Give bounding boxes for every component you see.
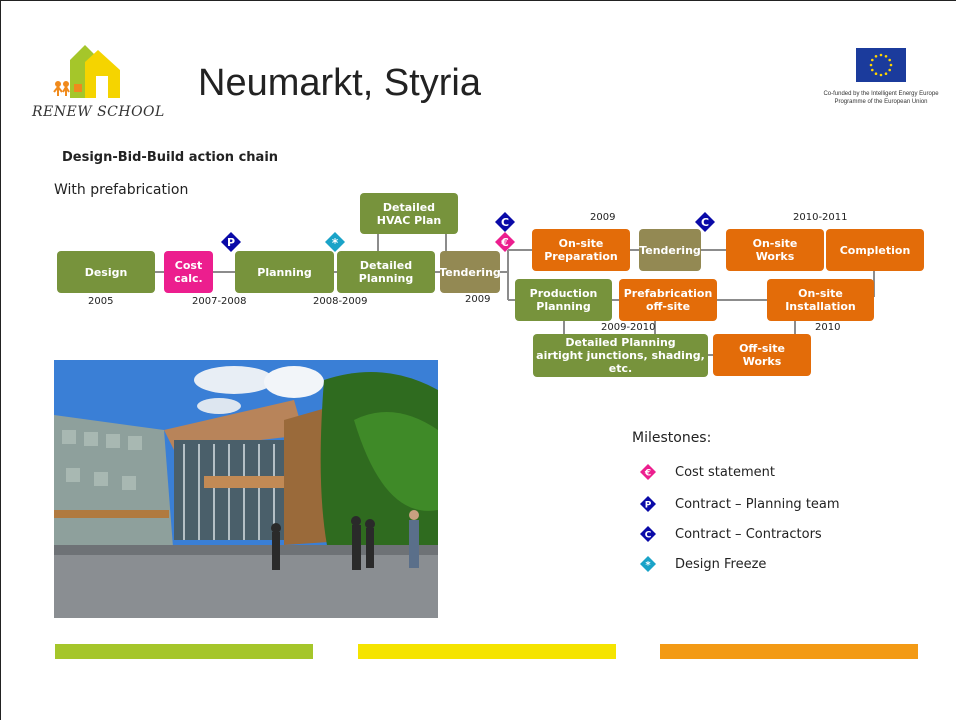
svg-text:€: €	[644, 469, 651, 479]
legend-title: Milestones:	[632, 430, 712, 446]
step-onsite-preparation: On-site Preparation	[532, 229, 630, 271]
diagram-variant-label: With prefabrication	[54, 182, 189, 198]
legend-item-cost-statement: € Cost statement	[640, 462, 775, 482]
footer-bar-green	[55, 644, 313, 659]
step-detailed-hvac-plan: Detailed HVAC Plan	[360, 193, 458, 234]
step-cost-calc: Cost calc.	[164, 251, 213, 293]
step-tendering-2: Tendering	[639, 229, 701, 271]
eu-flag-icon	[856, 48, 906, 82]
school-building-photo	[54, 360, 438, 618]
svg-text:C: C	[645, 531, 652, 541]
legend-item-contract-contractors: C Contract – Contractors	[640, 524, 822, 544]
step-tendering-1: Tendering	[439, 251, 501, 293]
page-title: Neumarkt, Styria	[198, 62, 481, 104]
step-planning: Planning	[235, 251, 334, 293]
design-freeze-icon: *	[640, 556, 656, 572]
legend-item-design-freeze: * Design Freeze	[640, 554, 766, 574]
contract-contractors-marker-icon: C	[495, 212, 515, 232]
contract-contractors-icon: C	[640, 526, 656, 542]
svg-text:C: C	[501, 216, 509, 229]
svg-text:*: *	[332, 236, 339, 250]
year-label: 2009	[465, 294, 491, 305]
contract-planning-icon: P	[640, 496, 656, 512]
eu-funding-text: Co-funded by the Intelligent Energy Euro…	[823, 91, 939, 105]
legend-label: Contract – Contractors	[675, 526, 822, 542]
step-onsite-works: On-site Works	[726, 229, 824, 271]
svg-text:€: €	[500, 236, 509, 249]
step-offsite-works: Off-site Works	[713, 334, 811, 376]
renew-school-logo	[53, 45, 120, 98]
step-prefabrication-offsite: Prefabrication off-site	[619, 279, 717, 321]
legend-label: Cost statement	[675, 464, 775, 480]
year-label: 2009	[590, 212, 616, 223]
svg-text:C: C	[701, 216, 709, 229]
step-onsite-installation: On-site Installation	[767, 279, 874, 321]
step-design: Design	[57, 251, 155, 293]
footer-bar-orange	[660, 644, 918, 659]
footer-bar-yellow	[358, 644, 616, 659]
year-label: 2007-2008	[192, 296, 247, 307]
step-detailed-planning-junctions: Detailed Planning airtight junctions, sh…	[533, 334, 708, 377]
logo-text: RENEW SCHOOL	[32, 104, 165, 120]
year-label: 2010-2011	[793, 212, 848, 223]
year-label: 2010	[815, 322, 841, 333]
design-freeze-marker-icon: *	[325, 232, 345, 252]
cost-statement-marker-icon: €	[495, 232, 515, 252]
step-production-planning: Production Planning	[515, 279, 612, 321]
legend-label: Contract – Planning team	[675, 496, 840, 512]
svg-text:P: P	[645, 501, 652, 511]
contract-planning-marker-icon: P	[221, 232, 241, 252]
year-label: 2009-2010	[601, 322, 656, 333]
step-completion: Completion	[826, 229, 924, 271]
legend-label: Design Freeze	[675, 556, 767, 572]
step-detailed-planning: Detailed Planning	[337, 251, 435, 293]
year-label: 2008-2009	[313, 296, 368, 307]
diagram-subtitle: Design-Bid-Build action chain	[62, 150, 279, 165]
contract-contractors-marker-icon: C	[695, 212, 715, 232]
cost-statement-icon: €	[640, 464, 656, 480]
svg-text:P: P	[227, 236, 235, 249]
year-label: 2005	[88, 296, 114, 307]
svg-text:*: *	[645, 560, 651, 571]
legend-item-contract-planning: P Contract – Planning team	[640, 494, 840, 514]
